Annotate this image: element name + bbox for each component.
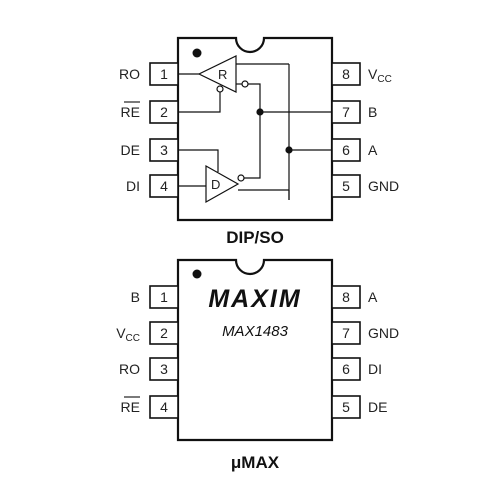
- umax-title: μMAX: [231, 453, 280, 472]
- dip-pin-5-label: GND: [368, 178, 399, 194]
- umax-pin-7-number: 7: [342, 325, 350, 341]
- umax-pin-3-number: 3: [160, 361, 168, 377]
- umax-pin-7: [331, 321, 361, 345]
- umax-pin1-indicator-dot: [192, 269, 202, 279]
- dip-pin-4-label: DI: [126, 178, 140, 194]
- dip-pin-7-number: 7: [342, 104, 350, 120]
- umax-pin-1-label: B: [131, 289, 140, 305]
- umax-pin-8: [331, 285, 361, 309]
- umax-pin-1: [149, 285, 179, 309]
- umax-pin-4: [149, 395, 179, 419]
- umax-pin-1-number: 1: [160, 289, 168, 305]
- dip-pin-5-number: 5: [342, 178, 350, 194]
- umax-pin-2-label: VCC: [116, 325, 140, 344]
- dip-chip-body: [176, 36, 334, 222]
- umax-chip-body: [176, 258, 334, 442]
- driver-buffer: [205, 164, 240, 204]
- umax-pin-6-label: DI: [368, 361, 382, 377]
- receiver-buffer: [197, 55, 237, 93]
- umax-pin-4-label: RE: [121, 399, 140, 415]
- umax-pin-8-number: 8: [342, 289, 350, 305]
- dip-pin-4-number: 4: [160, 178, 168, 194]
- umax-pin-2: [149, 321, 179, 345]
- dip-pin-1-number: 1: [160, 66, 168, 82]
- umax-pin-6-number: 6: [342, 361, 350, 377]
- receiver-enable-bubble: [216, 85, 224, 93]
- dip-pin-8-number: 8: [342, 66, 350, 82]
- dip-pin-2-number: 2: [160, 104, 168, 120]
- umax-package: 1 2 3 4 8 7 6 5 B VCC RO RE A GND DI DE …: [116, 258, 399, 472]
- umax-pin-3-label: RO: [119, 361, 140, 377]
- umax-pin-4-number: 4: [160, 399, 168, 415]
- umax-pin-3: [149, 357, 179, 381]
- part-number: MAX1483: [222, 323, 289, 340]
- dip-pin-8: [331, 62, 361, 86]
- dip-pin-1-label: RO: [119, 66, 140, 82]
- dip-pin-3-label: DE: [121, 142, 140, 158]
- dip-pin-8-label: VCC: [368, 66, 392, 85]
- umax-pin-7-label: GND: [368, 325, 399, 341]
- receiver-letter: R: [218, 67, 227, 82]
- umax-pin-2-number: 2: [160, 325, 168, 341]
- dip-so-title: DIP/SO: [226, 228, 284, 247]
- dip-so-package: 1 2 3 4 8 7 6 5 RO RE DE DI VCC B A GND: [119, 36, 399, 247]
- umax-pin-5-number: 5: [342, 399, 350, 415]
- umax-pin-5-label: DE: [368, 399, 387, 415]
- internal-circuit: [178, 55, 332, 204]
- umax-pin-6: [331, 357, 361, 381]
- dip-pin-2-label: RE: [121, 104, 140, 120]
- umax-pin-8-label: A: [368, 289, 378, 305]
- dip-pin-6-number: 6: [342, 142, 350, 158]
- pin1-indicator-dot: [192, 48, 202, 58]
- umax-pin-5: [331, 395, 361, 419]
- dip-pin-3-number: 3: [160, 142, 168, 158]
- driver-letter: D: [211, 177, 220, 192]
- maxim-logo: MAXIM: [208, 285, 301, 313]
- dip-pin-5: [331, 174, 361, 198]
- dip-pin-6-label: A: [368, 142, 378, 158]
- dip-pin-7-label: B: [368, 104, 377, 120]
